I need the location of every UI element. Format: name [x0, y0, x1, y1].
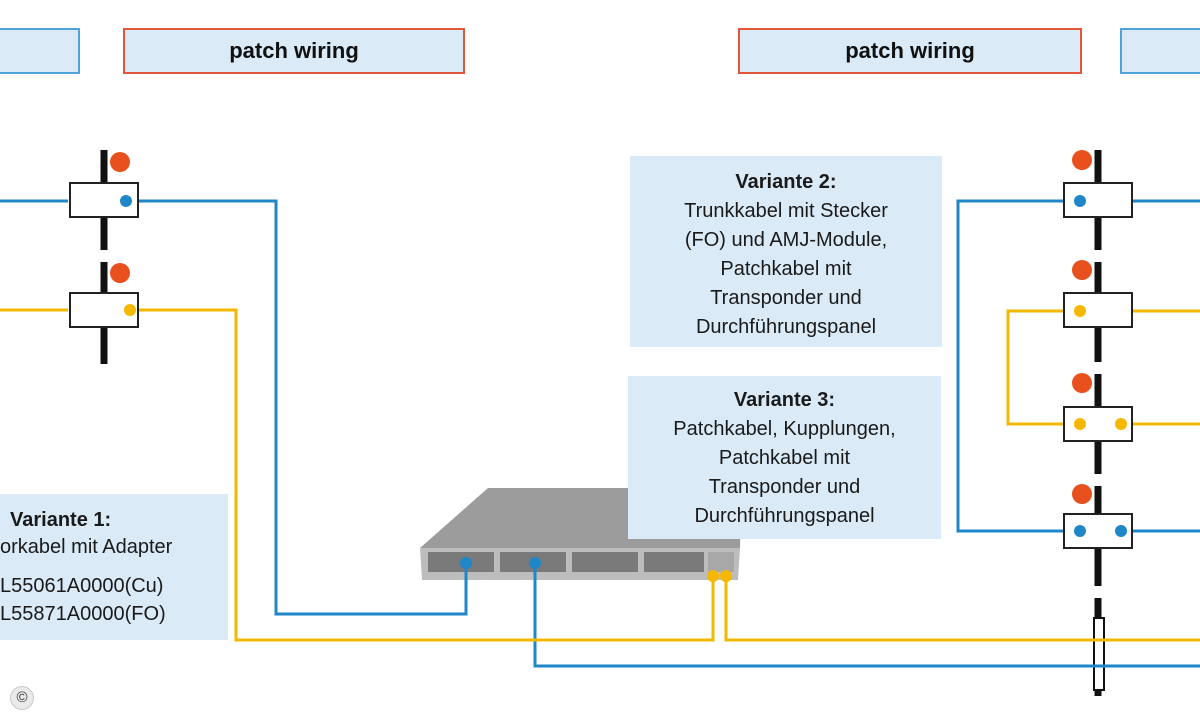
status-dot-red: [1072, 373, 1092, 393]
header-patch-wiring-left: patch wiring: [123, 28, 465, 74]
variant-2-box: Variante 2: Trunkkabel mit Stecker (FO) …: [630, 156, 942, 347]
feedthrough-panel: [1093, 617, 1105, 691]
port-blue: [1074, 525, 1086, 537]
status-dot-red: [1072, 150, 1092, 170]
status-dot-red: [110, 263, 130, 283]
port-blue: [1115, 525, 1127, 537]
variant-1-line: L55871A0000(FO): [0, 603, 166, 625]
header-partial-right: [1120, 28, 1200, 74]
port-yellow: [1115, 418, 1127, 430]
yellow-cables: [0, 308, 1200, 642]
variant-1-line: orkabel mit Adapter: [0, 536, 173, 558]
variant-3-line: Patchkabel, Kupplungen,: [673, 418, 896, 440]
port-yellow: [124, 304, 136, 316]
status-dot-red: [110, 152, 130, 172]
variant-2-line: (FO) und AMJ-Module,: [684, 229, 888, 251]
port-blue: [1074, 195, 1086, 207]
variant-3-title: Variante 3:: [733, 389, 836, 411]
switch-port-yellow: [707, 570, 719, 582]
variant-2-line: Trunkkabel mit Stecker: [684, 200, 888, 222]
variant-3-line: Durchführungspanel: [694, 505, 875, 527]
variant-3-line: Patchkabel mit: [718, 447, 851, 469]
variant-1-title: Variante 1:: [10, 509, 112, 531]
switch-port-blue: [529, 557, 541, 569]
variant-1-line: L55061A0000(Cu): [0, 575, 164, 597]
variant-1-box: Variante 1: orkabel mit Adapter L55061A0…: [0, 494, 228, 640]
variant-2-line: Patchkabel mit: [720, 258, 852, 280]
switch-port-blue: [460, 557, 472, 569]
header-partial-left: [0, 28, 80, 74]
port-yellow: [1074, 418, 1086, 430]
status-dot-red: [1072, 484, 1092, 504]
variant-2-line: Transponder und: [710, 287, 862, 309]
switch-port-yellow: [720, 570, 732, 582]
port-blue: [120, 195, 132, 207]
port-yellow: [1074, 305, 1086, 317]
variant-3-line: Transponder und: [708, 476, 861, 498]
header-patch-wiring-right: patch wiring: [738, 28, 1082, 74]
blue-cables: [0, 199, 1200, 668]
copyright-icon: ©: [10, 686, 34, 710]
variant-2-line: Durchführungspanel: [695, 316, 877, 338]
status-dot-red: [1072, 260, 1092, 280]
variant-2-title: Variante 2:: [735, 171, 837, 193]
variant-3-box: Variante 3: Patchkabel, Kupplungen, Patc…: [628, 376, 941, 539]
